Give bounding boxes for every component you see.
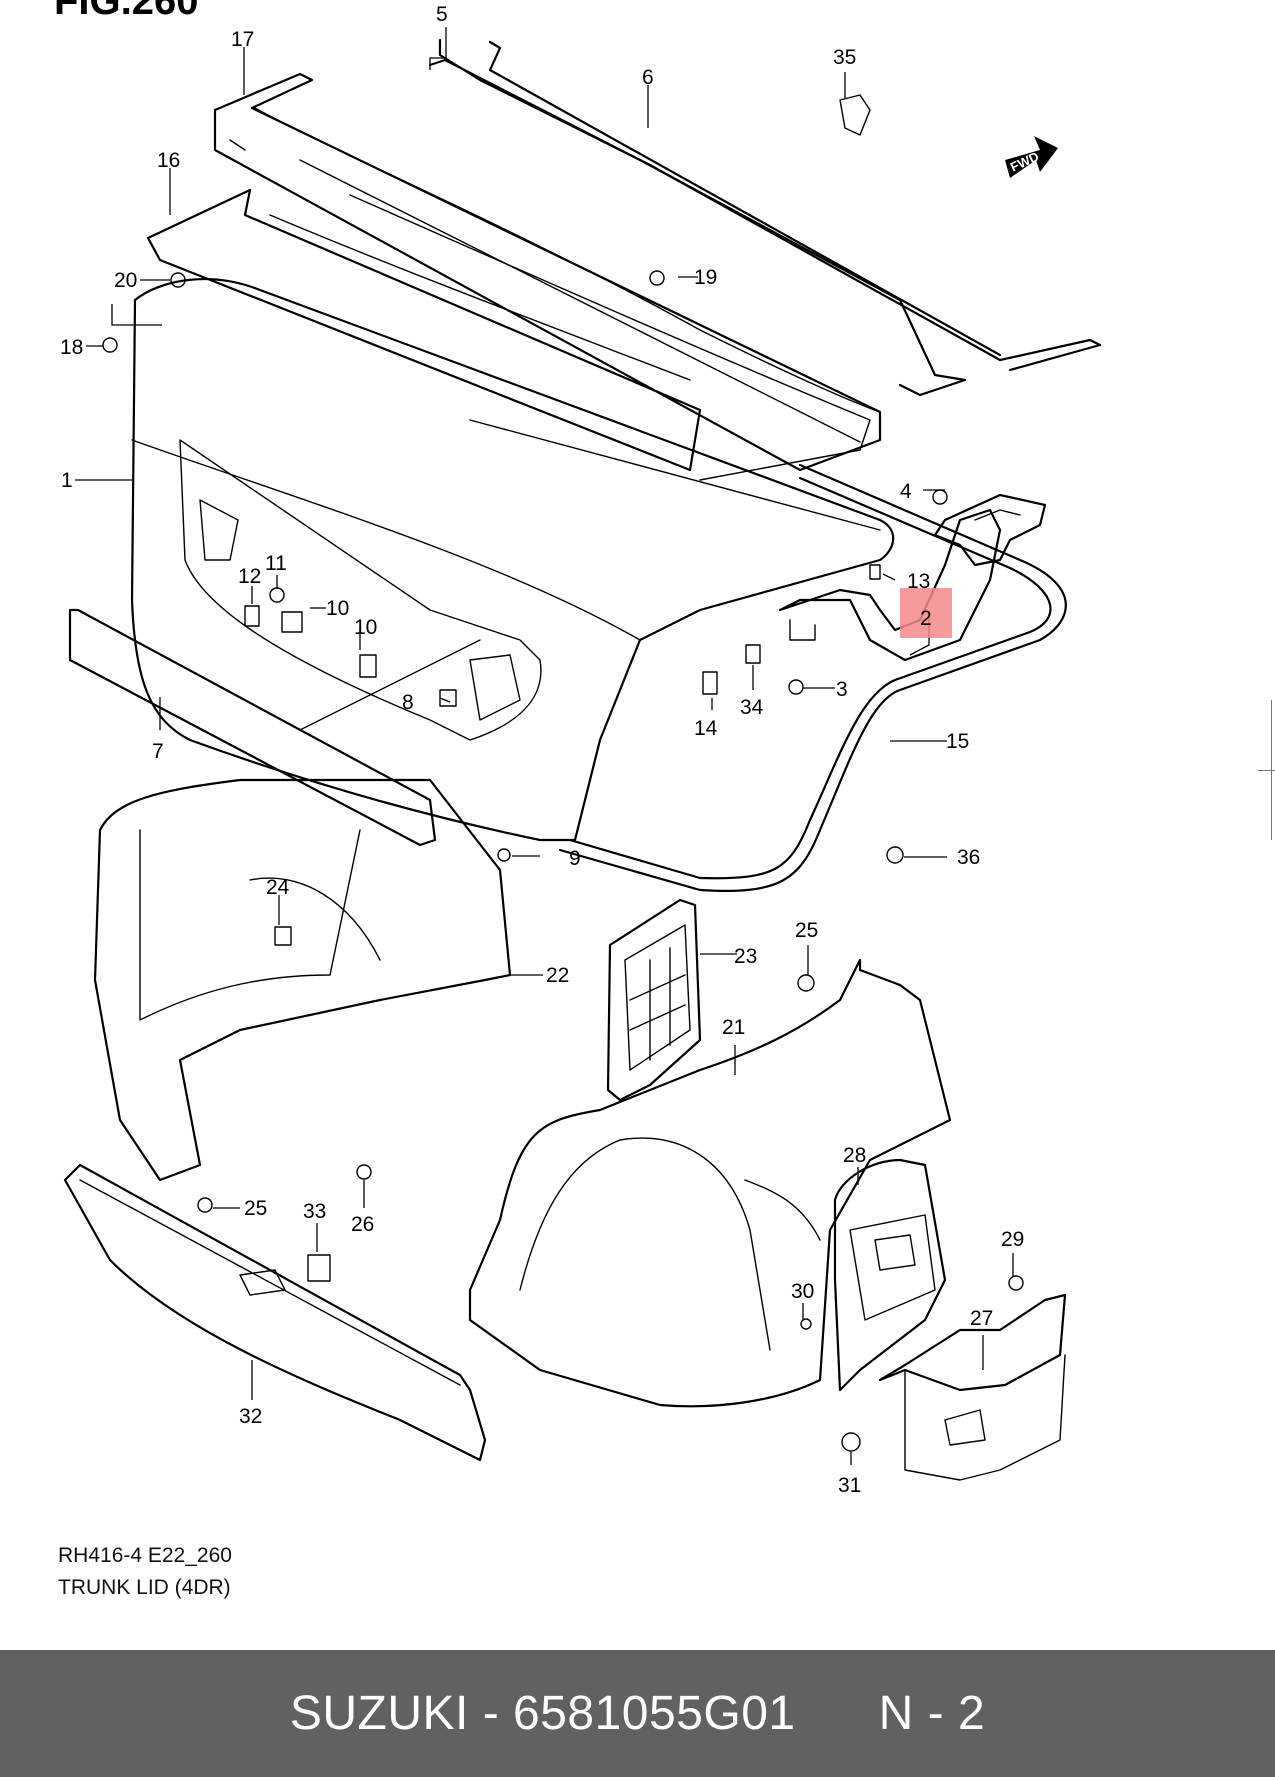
callout-24[interactable]: 24 — [266, 876, 290, 899]
callout-17[interactable]: 17 — [231, 28, 254, 51]
finisher-7 — [68, 608, 437, 847]
callout-14[interactable]: 14 — [694, 717, 718, 740]
callout-16[interactable]: 16 — [157, 149, 180, 172]
garnish-16 — [146, 188, 871, 481]
edge-tick — [1258, 770, 1275, 771]
footer-part-number: 6581055G01 — [513, 1687, 796, 1740]
highlight-callout-2 — [900, 588, 952, 638]
callout-36[interactable]: 36 — [957, 846, 980, 869]
callout-27[interactable]: 27 — [970, 1307, 993, 1330]
callout-32[interactable]: 32 — [239, 1405, 262, 1428]
callout-21[interactable]: 21 — [722, 1016, 745, 1039]
callout-22[interactable]: 22 — [546, 964, 569, 987]
exploded-view-drawing: FIG.260 — [54, 0, 1102, 1497]
figure-title: FIG.260 — [54, 0, 199, 23]
callout-18[interactable]: 18 — [60, 336, 83, 359]
figure-name: TRUNK LID (4DR) — [58, 1576, 231, 1599]
footer-position: N - 2 — [878, 1687, 986, 1740]
callout-25b[interactable]: 25 — [244, 1197, 267, 1220]
callout-28[interactable]: 28 — [843, 1144, 866, 1167]
callout-30[interactable]: 30 — [791, 1280, 814, 1303]
callout-2[interactable]: 2 — [920, 607, 932, 630]
callout-26[interactable]: 26 — [351, 1213, 374, 1236]
callout-15[interactable]: 15 — [946, 730, 969, 753]
callout-13[interactable]: 13 — [907, 570, 930, 593]
small-fasteners — [102, 94, 1024, 1452]
rods-5-6 — [428, 38, 1102, 397]
weatherstrip-15 — [558, 463, 1067, 892]
footer-bar: SUZUKI - 6581055G01 N - 2 — [0, 1650, 1275, 1777]
fwd-label: FWD — [1008, 149, 1041, 175]
callout-9[interactable]: 9 — [569, 847, 581, 870]
callout-labels: 1 2 3 4 5 6 7 8 9 10 10 11 12 13 14 15 1… — [60, 3, 1024, 1497]
callout-4[interactable]: 4 — [900, 480, 912, 503]
callout-35[interactable]: 35 — [833, 46, 856, 69]
trunk-lid-1 — [130, 278, 895, 842]
callout-7[interactable]: 7 — [152, 740, 164, 763]
callout-25a[interactable]: 25 — [795, 919, 818, 942]
bracket-27 — [878, 1293, 1067, 1481]
sill-plate-32 — [63, 1163, 487, 1462]
callout-23[interactable]: 23 — [734, 945, 757, 968]
callout-6[interactable]: 6 — [642, 66, 654, 89]
callout-12[interactable]: 12 — [238, 565, 261, 588]
callout-19[interactable]: 19 — [694, 266, 717, 289]
leader-lines — [75, 27, 1014, 1465]
panel-28 — [833, 1158, 947, 1392]
callout-1[interactable]: 1 — [61, 469, 73, 492]
edge-line — [1271, 700, 1272, 840]
callout-29[interactable]: 29 — [1001, 1228, 1024, 1251]
forward-direction-badge: FWD — [1005, 136, 1058, 178]
footer-brand: SUZUKI — [289, 1687, 469, 1740]
cover-23 — [606, 898, 702, 1102]
callout-10b[interactable]: 10 — [354, 616, 377, 639]
callout-5[interactable]: 5 — [436, 3, 448, 26]
footer-text: SUZUKI - 6581055G01 N - 2 — [290, 1686, 985, 1741]
callout-10a[interactable]: 10 — [326, 597, 349, 620]
hinge-2 — [778, 508, 1002, 662]
callout-8[interactable]: 8 — [402, 691, 414, 714]
callout-20[interactable]: 20 — [114, 269, 137, 292]
footer-separator: - — [468, 1687, 514, 1740]
callout-3[interactable]: 3 — [836, 678, 848, 701]
spoiler-17 — [213, 72, 882, 472]
callout-31[interactable]: 31 — [838, 1474, 861, 1497]
trim-21 — [468, 958, 952, 1408]
trim-22 — [93, 778, 512, 1182]
callout-11[interactable]: 11 — [265, 552, 287, 575]
parts-diagram: FIG.260 — [54, 0, 1275, 1599]
footer-gap — [796, 1687, 879, 1740]
figure-code: RH416-4 E22_260 — [58, 1544, 232, 1567]
callout-34[interactable]: 34 — [740, 696, 764, 719]
callout-33[interactable]: 33 — [303, 1200, 326, 1223]
hinge-bracket-4 — [933, 493, 1047, 567]
